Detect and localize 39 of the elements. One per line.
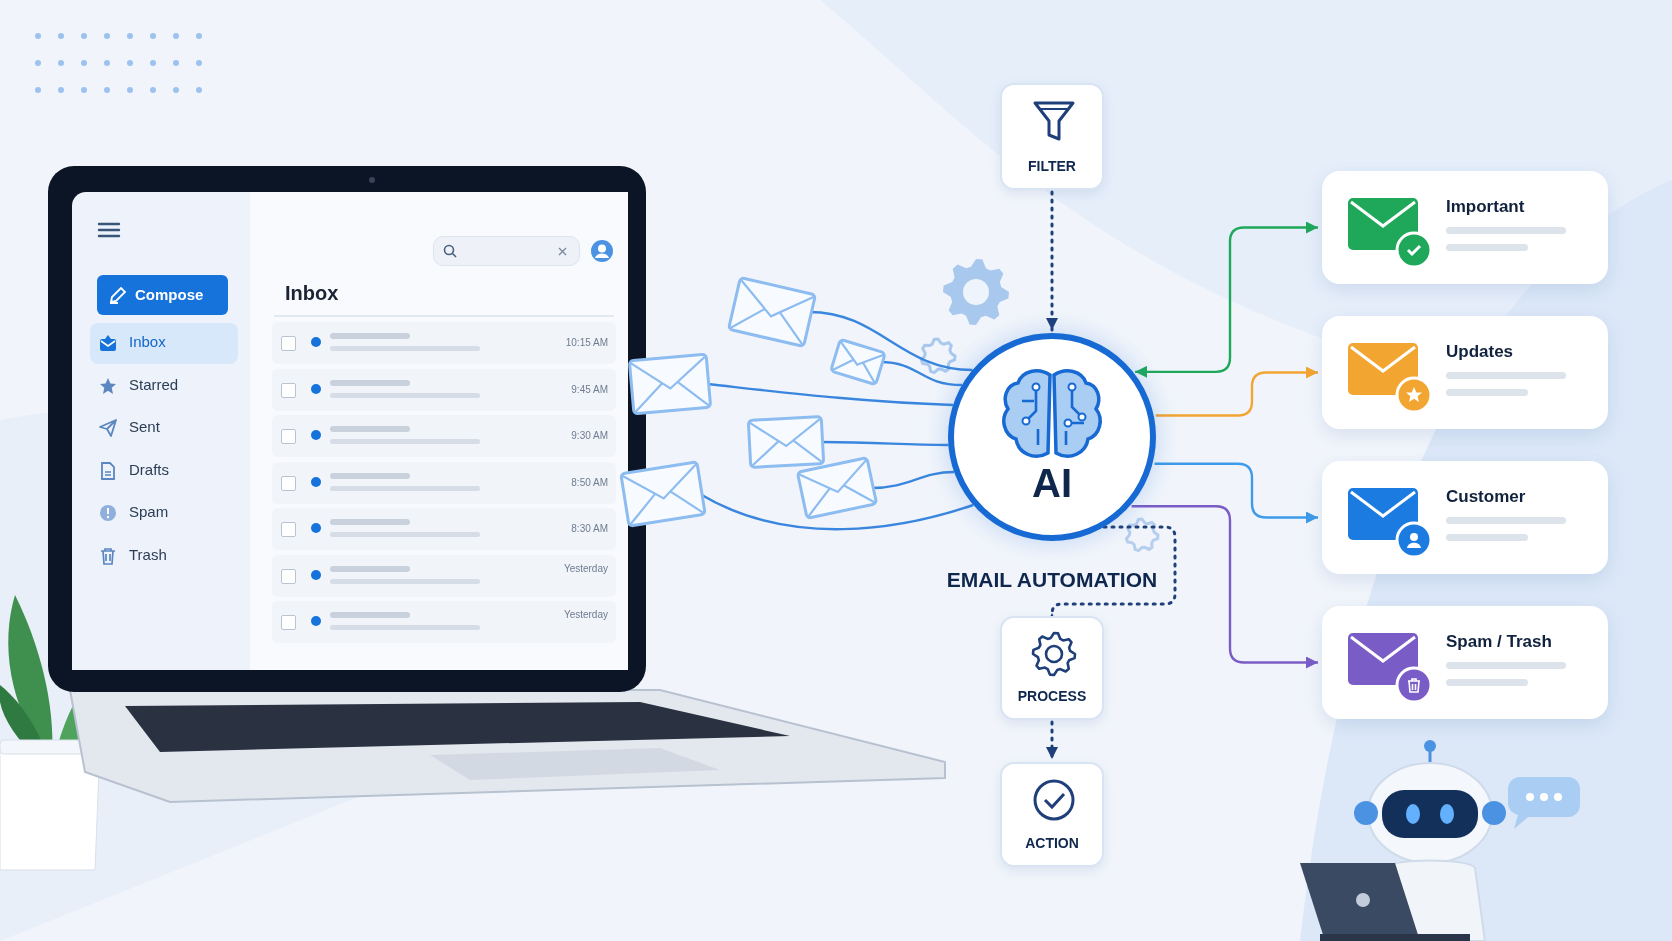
process-box [1000, 83, 1104, 190]
card-title: Updates [1446, 342, 1514, 362]
inbox-heading: Inbox [285, 282, 339, 305]
category-card [1322, 171, 1608, 284]
nav-item: Trash [129, 545, 167, 563]
arrow [1131, 505, 1318, 669]
process-box [1000, 762, 1104, 867]
process-box [1000, 616, 1104, 720]
box-label: FILTER [1027, 158, 1077, 174]
arrow [1046, 720, 1058, 761]
arrow [1135, 221, 1318, 378]
category-card [1322, 316, 1608, 429]
timestamp: Yesterday [563, 609, 608, 620]
card-title: Customer [1446, 487, 1526, 507]
category-card [1322, 606, 1608, 719]
nav-item: Sent [129, 418, 160, 435]
card-title: Important [1446, 197, 1525, 217]
arrow [1155, 366, 1318, 417]
box-label: ACTION [1024, 835, 1080, 851]
nav-item: Spam [129, 503, 169, 520]
category-card [1322, 461, 1608, 574]
connector-line [821, 440, 949, 447]
timestamp: 8:30 AM [571, 523, 608, 534]
arrow [1154, 462, 1318, 524]
compose-button: Compose [97, 275, 228, 315]
node-caption: EMAIL AUTOMATION [945, 568, 1159, 592]
timestamp: Yesterday [563, 562, 608, 574]
timestamp: 9:45 AM [571, 383, 608, 395]
node-label: AI [1031, 461, 1073, 506]
envelope-icon [746, 415, 826, 469]
timestamp: 9:30 AM [571, 430, 608, 441]
nav-item: Drafts [129, 460, 169, 478]
box-label: PROCESS [1016, 688, 1088, 704]
card-title: Spam / Trash [1446, 632, 1552, 652]
nav-item: Starred [129, 375, 179, 393]
nav-item: Inbox [129, 333, 166, 350]
timestamp: 8:50 AM [571, 476, 608, 488]
timestamp: 10:15 AM [565, 337, 608, 348]
arrow [1046, 190, 1058, 332]
